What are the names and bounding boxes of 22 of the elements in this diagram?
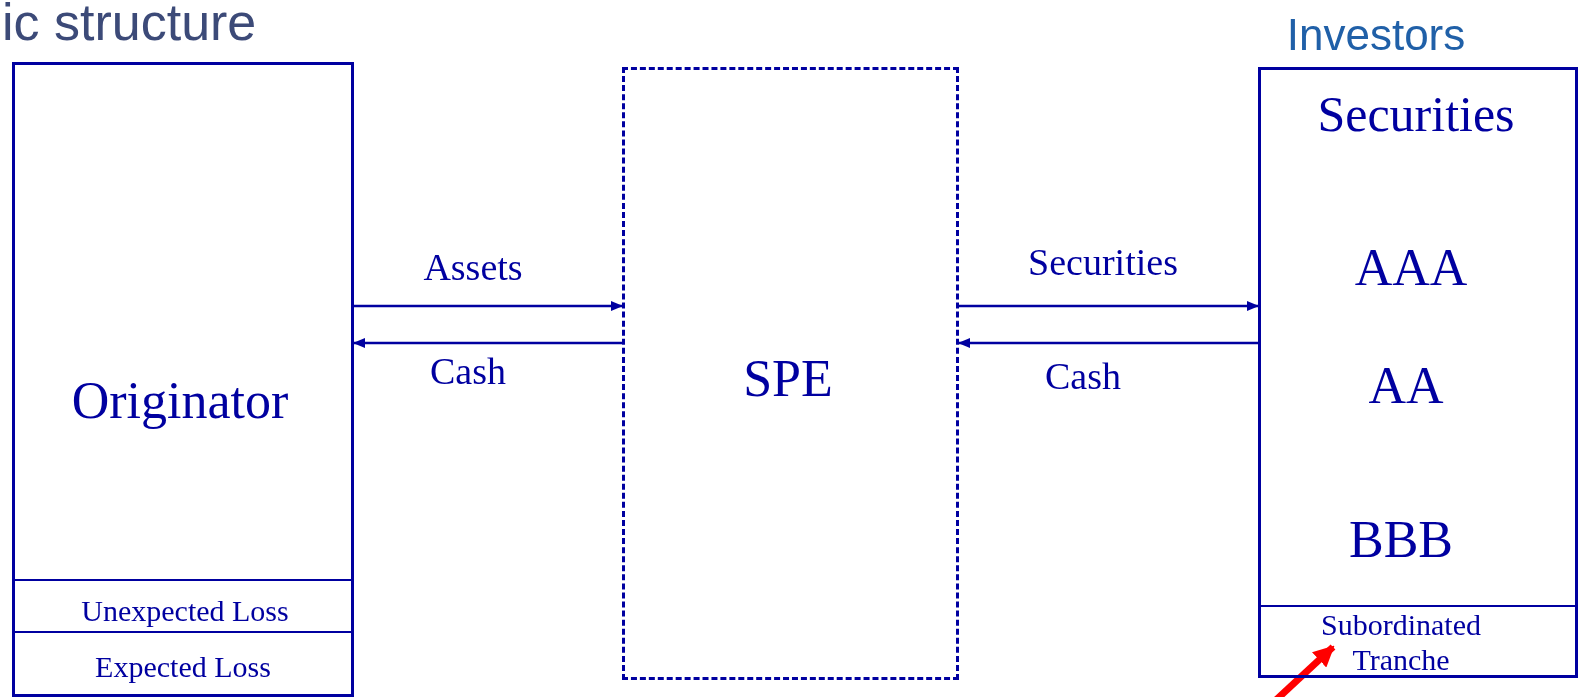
rating-label: AA: [1368, 360, 1444, 412]
rating-label: Securities: [1317, 89, 1515, 139]
edge-label: Cash: [430, 352, 506, 390]
slide-title: ic structure: [2, 0, 257, 48]
rating-label: BBB: [1348, 514, 1454, 566]
edge-label: Securities: [1028, 243, 1178, 281]
flow-arrow: [959, 301, 1260, 311]
dashed-entity-box: [622, 67, 959, 680]
edge-label: Assets: [423, 248, 523, 286]
pointer-arrow: [1273, 644, 1336, 697]
flow-arrow: [354, 301, 624, 311]
node-label: Originator: [71, 375, 289, 427]
rating-label: AAA: [1354, 242, 1468, 294]
edge-label: Cash: [1045, 357, 1121, 395]
node-label: Unexpected Loss: [81, 596, 289, 626]
node-label: SPE: [743, 353, 833, 405]
group-heading: Investors: [1286, 13, 1466, 57]
flow-arrow: [957, 338, 1258, 348]
tranche-label: Subordinated Tranche: [1320, 608, 1482, 677]
entity-box: [12, 62, 354, 697]
flow-arrow: [352, 338, 622, 348]
node-label: Expected Loss: [95, 652, 271, 682]
